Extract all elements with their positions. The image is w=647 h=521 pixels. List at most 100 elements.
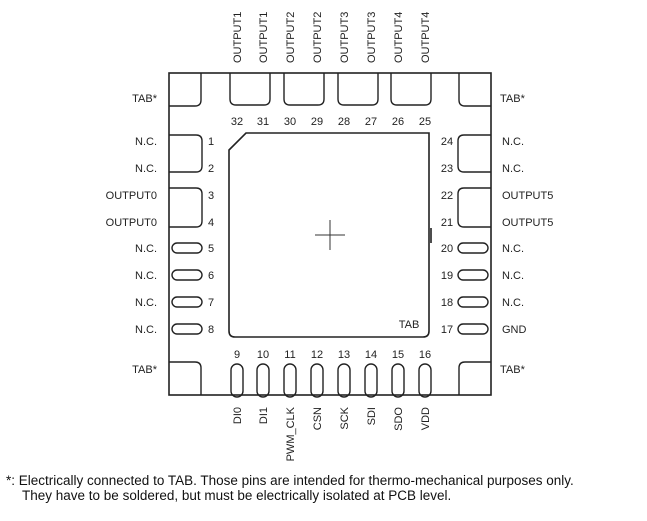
pin-name: SDO bbox=[393, 407, 405, 431]
pin-pad bbox=[391, 363, 405, 398]
pin-number: 18 bbox=[441, 297, 453, 309]
pin-pad bbox=[256, 363, 270, 398]
footnote-line-2: They have to be soldered, but must be el… bbox=[22, 488, 452, 503]
pin-number: 30 bbox=[284, 116, 296, 128]
pin-pad-merged bbox=[337, 73, 379, 106]
pin-name: OUTPUT3 bbox=[339, 12, 351, 63]
pin-name: N.C. bbox=[502, 243, 524, 255]
pin-name: CSN bbox=[312, 407, 324, 430]
pin-pad-merged bbox=[229, 73, 271, 106]
pin-name: N.C. bbox=[135, 324, 157, 336]
pin-name: N.C. bbox=[135, 270, 157, 282]
pin-number: 11 bbox=[284, 349, 295, 361]
pin-name: GND bbox=[502, 324, 527, 336]
pin-pad bbox=[418, 363, 432, 398]
pin-name: OUTPUT2 bbox=[312, 12, 324, 63]
pin-number: 8 bbox=[208, 324, 214, 336]
pin-name: OUTPUT1 bbox=[258, 12, 270, 63]
right-pins: 24 23 22 21 20 19 18 17 N.C. N.C. OUTPUT… bbox=[441, 134, 553, 336]
pin-number: 29 bbox=[311, 116, 323, 128]
bottom-pins: 9 10 11 12 13 14 15 16 DI0 DI1 PWM_CLK C… bbox=[230, 349, 432, 461]
exposed-pad bbox=[228, 132, 430, 338]
pin-number: 15 bbox=[392, 349, 404, 361]
pin-number: 6 bbox=[208, 270, 214, 282]
pin-name: N.C. bbox=[135, 136, 157, 148]
footnote-line-1: *: Electrically connected to TAB. Those … bbox=[6, 473, 574, 488]
corner-tab-label-top-right: TAB* bbox=[500, 93, 526, 105]
pin-number: 16 bbox=[419, 349, 431, 361]
pin-number: 10 bbox=[257, 349, 269, 361]
pin-name: OUTPUT4 bbox=[393, 12, 405, 63]
pin-number: 25 bbox=[419, 116, 431, 128]
pin-name: PWM_CLK bbox=[285, 406, 297, 461]
corner-tab-label-top-left: TAB* bbox=[132, 93, 158, 105]
pin-number: 20 bbox=[441, 243, 453, 255]
pin-pad bbox=[230, 363, 244, 398]
pin-pad bbox=[457, 269, 489, 281]
pin-number: 4 bbox=[208, 217, 214, 229]
pin-number: 13 bbox=[338, 349, 350, 361]
pin-number: 2 bbox=[208, 163, 214, 175]
pin-number: 3 bbox=[208, 190, 214, 202]
pin-pad bbox=[457, 323, 489, 335]
pin-number: 24 bbox=[441, 136, 453, 148]
pinout-diagram: TAB TAB* TAB* TAB* TAB* 1 2 3 4 5 6 7 8 … bbox=[106, 12, 554, 462]
pin-pad-merged bbox=[457, 134, 491, 173]
pin-name: N.C. bbox=[135, 297, 157, 309]
corner-tab-pad-top-left bbox=[169, 73, 202, 107]
pin-number: 23 bbox=[441, 163, 453, 175]
pin-number: 21 bbox=[441, 217, 453, 229]
pin-name: OUTPUT4 bbox=[420, 12, 432, 63]
pin-pad bbox=[171, 296, 203, 308]
pin-number: 14 bbox=[365, 349, 377, 361]
pin-number: 27 bbox=[365, 116, 377, 128]
pin-pad-merged bbox=[169, 134, 203, 173]
corner-tab-pad-top-right bbox=[458, 73, 491, 107]
pin-pad bbox=[364, 363, 378, 398]
pin-number: 22 bbox=[441, 190, 453, 202]
pin-name: SCK bbox=[339, 406, 351, 429]
pin-pad bbox=[171, 242, 203, 254]
pin-name: N.C. bbox=[502, 297, 524, 309]
pin-number: 1 bbox=[208, 136, 214, 148]
pin-number: 31 bbox=[257, 116, 269, 128]
pin-name: DI0 bbox=[232, 407, 244, 424]
pin-pad-merged bbox=[169, 187, 203, 228]
pin-name: VDD bbox=[420, 407, 432, 430]
pin-name: OUTPUT3 bbox=[366, 12, 378, 63]
pin-name: N.C. bbox=[502, 270, 524, 282]
pin-name: OUTPUT5 bbox=[502, 217, 553, 229]
pin-pad bbox=[171, 269, 203, 281]
pin-pad bbox=[310, 363, 324, 398]
pin-number: 7 bbox=[208, 297, 214, 309]
top-pins: 32 31 30 29 28 27 26 25 OUTPUT1 OUTPUT1 … bbox=[229, 12, 432, 128]
pin-name: N.C. bbox=[502, 163, 524, 175]
pin-name: N.C. bbox=[135, 243, 157, 255]
pin-name: OUTPUT0 bbox=[106, 217, 157, 229]
pin-name: OUTPUT0 bbox=[106, 190, 157, 202]
pin-name: SDI bbox=[366, 407, 378, 425]
pin-pad-merged bbox=[390, 73, 432, 106]
pin-name: OUTPUT1 bbox=[232, 12, 244, 63]
pin-pad bbox=[457, 296, 489, 308]
pin-number: 9 bbox=[234, 349, 240, 361]
corner-tab-pad-bottom-left bbox=[169, 361, 202, 395]
pin-pad-merged bbox=[457, 187, 491, 228]
pin-pad-merged bbox=[283, 73, 325, 106]
pin-number: 17 bbox=[441, 324, 453, 336]
exposed-pad-label: TAB bbox=[399, 319, 420, 331]
pin-number: 32 bbox=[231, 116, 243, 128]
pin-name: OUTPUT5 bbox=[502, 190, 553, 202]
pin-name: N.C. bbox=[135, 163, 157, 175]
pin-name: OUTPUT2 bbox=[285, 12, 297, 63]
pin-pad bbox=[457, 242, 489, 254]
corner-tab-label-bottom-left: TAB* bbox=[132, 364, 158, 376]
pin-pad bbox=[171, 323, 203, 335]
corner-tab-label-bottom-right: TAB* bbox=[500, 364, 526, 376]
footnote: *: Electrically connected to TAB. Those … bbox=[6, 473, 646, 503]
corner-tab-pad-bottom-right bbox=[458, 361, 491, 395]
pin-name: N.C. bbox=[502, 136, 524, 148]
pin-name: DI1 bbox=[258, 407, 270, 424]
pin-number: 12 bbox=[311, 349, 323, 361]
left-pins: 1 2 3 4 5 6 7 8 N.C. N.C. OUTPUT0 OUTPUT… bbox=[106, 134, 214, 336]
